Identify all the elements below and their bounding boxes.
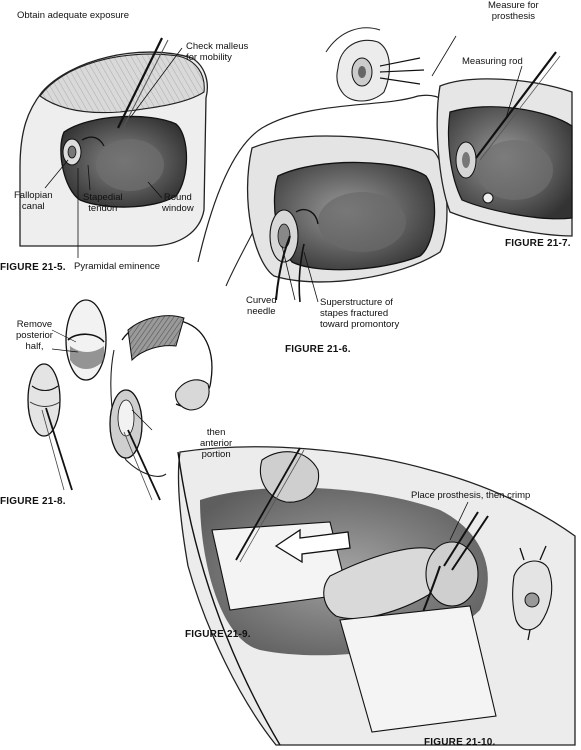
label-measure-prosthesis: Measure for prosthesis — [488, 0, 539, 22]
figure-21-8-drawing — [27, 299, 213, 501]
label-then-anterior-portion: then anterior portion — [200, 427, 233, 460]
caption-figure-21-5: FIGURE 21-5. — [0, 262, 66, 273]
label-superstructure-stapes: Superstructure of stapes fractured towar… — [320, 297, 400, 330]
label-check-malleus: Check malleus for mobility — [186, 41, 249, 63]
figure-21-5-drawing — [19, 37, 208, 258]
caption-figure-21-9: FIGURE 21-9. — [185, 629, 251, 640]
label-round-window: Round window — [162, 192, 194, 214]
figure-21-7-drawing — [325, 27, 573, 237]
caption-figure-21-7: FIGURE 21-7. — [505, 238, 571, 249]
figure-21-10-drawing — [323, 501, 553, 733]
figure-21-6-drawing — [197, 94, 461, 303]
caption-figure-21-6: FIGURE 21-6. — [285, 344, 351, 355]
caption-figure-21-8: FIGURE 21-8. — [0, 496, 66, 507]
label-curved-needle: Curved needle — [246, 295, 277, 317]
label-measuring-rod: Measuring rod — [462, 56, 523, 67]
label-fallopian-canal: Fallopian canal — [14, 190, 53, 212]
label-obtain-exposure: Obtain adequate exposure — [17, 10, 129, 21]
label-remove-posterior-half: Remove posterior half, — [16, 319, 53, 352]
label-pyramidal-eminence: Pyramidal eminence — [74, 261, 161, 272]
label-place-prosthesis: Place prosthesis, then crimp — [411, 490, 531, 501]
caption-figure-21-10: FIGURE 21-10. — [424, 737, 496, 748]
label-stapedial-tendon: Stapedial tendon — [83, 192, 123, 214]
